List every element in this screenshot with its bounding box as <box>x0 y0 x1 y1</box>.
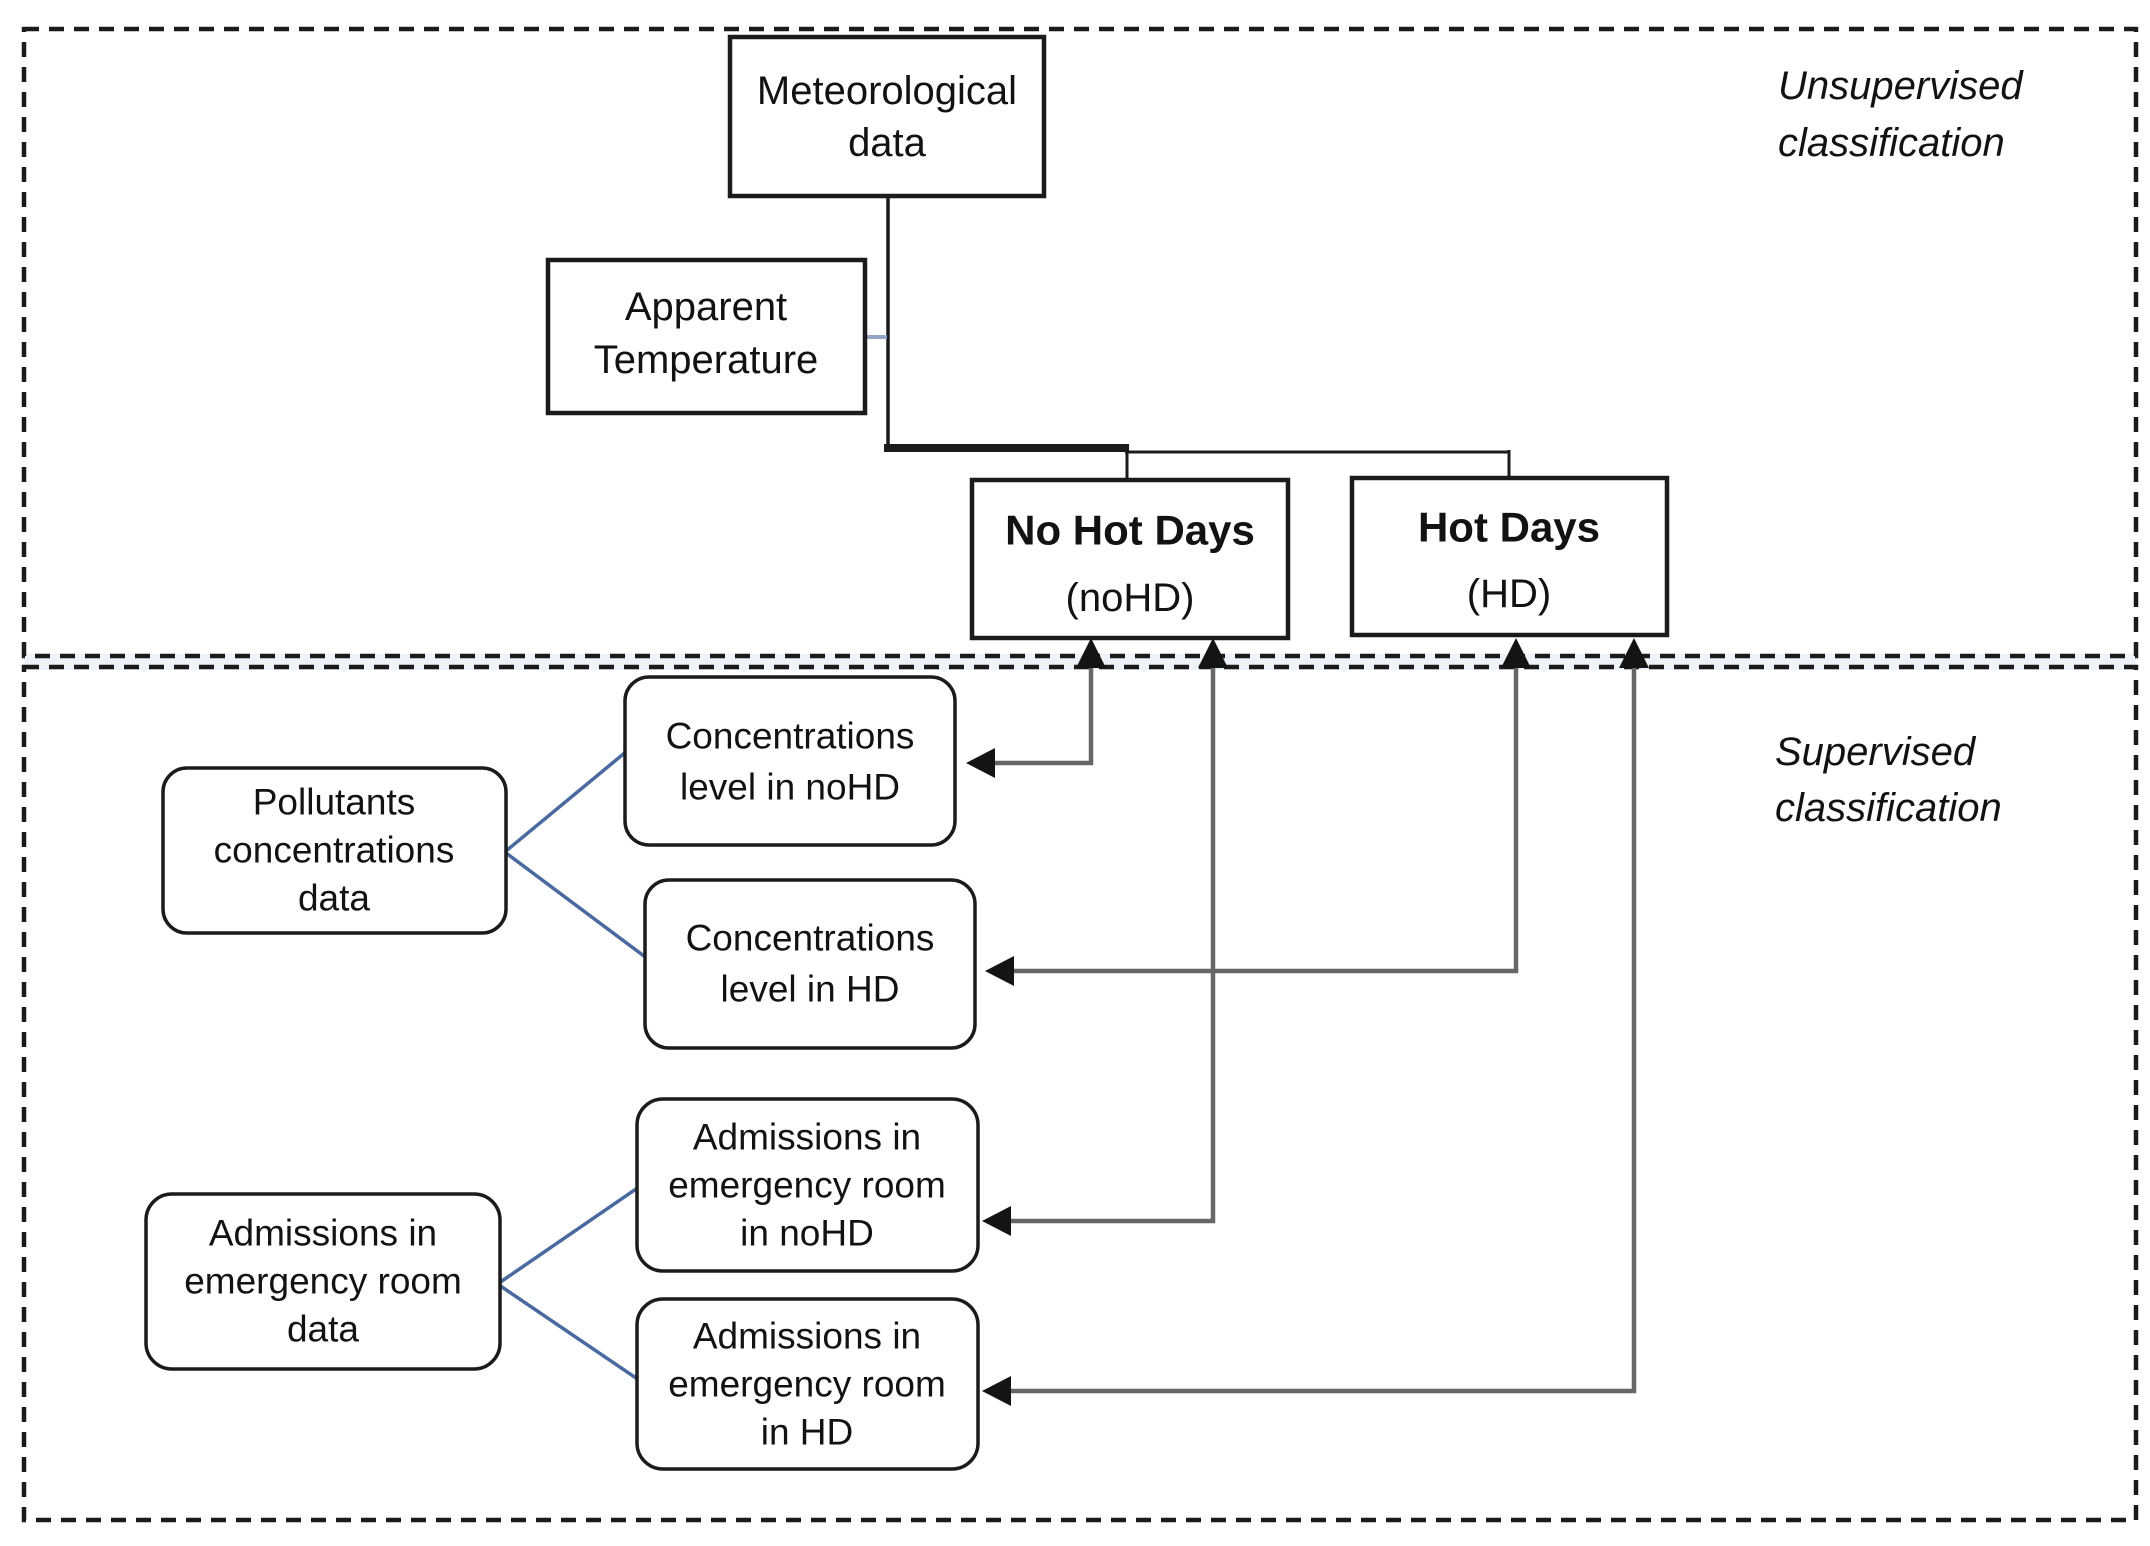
arrow-admissions-hd-to-hot-days <box>982 638 1649 1406</box>
hot-days-title: Hot Days <box>1418 504 1600 551</box>
meteorological-data-line2: data <box>848 121 927 165</box>
supervised-region-label: Supervised classification <box>1775 730 2002 830</box>
admissions-data-box <box>144 1192 502 1371</box>
concentrations-nohd-box <box>623 675 957 847</box>
node-meteorological-data: Meteorological data <box>727 34 1047 199</box>
unsupervised-region-label: Unsupervised classification <box>1778 64 2024 165</box>
arrowhead-up-icon <box>1501 638 1531 668</box>
pollutants-data-line2: concentrations <box>214 830 455 871</box>
apparent-temperature-line2: Temperature <box>594 338 819 382</box>
hot-days-code: (HD) <box>1467 572 1551 616</box>
admissions-data-line2: emergency room <box>184 1261 462 1302</box>
meteorological-data-line1: Meteorological <box>757 69 1017 113</box>
no-hot-days-title: No Hot Days <box>1005 507 1255 554</box>
admissions-hd-line1: Admissions in <box>693 1316 921 1357</box>
hot-days-box <box>1349 475 1670 638</box>
no-hot-days-box <box>969 477 1291 641</box>
meteorological-data-box <box>727 34 1047 199</box>
node-apparent-temperature: Apparent Temperature <box>545 257 868 416</box>
admissions-nohd-line2: emergency room <box>668 1165 946 1206</box>
node-hot-days: Hot Days (HD) <box>1349 475 1670 638</box>
arrowhead-up-icon <box>1619 638 1649 668</box>
pollutants-data-line3: data <box>298 878 370 919</box>
arrow-admissions-nohd-to-no-hot-days <box>982 638 1228 1236</box>
arrow-concentrations-nohd-to-no-hot-days <box>966 638 1106 778</box>
node-admissions-emergency-room-data: Admissions in emergency room data <box>144 1192 502 1371</box>
no-hot-days-code: (noHD) <box>1066 576 1195 620</box>
node-admissions-hd: Admissions in emergency room in HD <box>635 1297 980 1471</box>
admissions-data-line1: Admissions in <box>209 1213 437 1254</box>
node-pollutants-concentrations-data: Pollutants concentrations data <box>161 766 508 935</box>
link-pollutants-to-concentrations-hd <box>504 851 650 961</box>
arrow-line <box>1008 664 1637 1394</box>
admissions-hd-box <box>635 1297 980 1471</box>
node-no-hot-days: No Hot Days (noHD) <box>969 477 1291 641</box>
arrow-concentrations-hd-to-hot-days <box>985 638 1531 986</box>
supervised-label-line2: classification <box>1775 786 2002 830</box>
pollutants-data-line1: Pollutants <box>253 782 416 823</box>
admissions-nohd-line1: Admissions in <box>693 1117 921 1158</box>
unsupervised-label-line2: classification <box>1778 121 2005 165</box>
concentrations-nohd-line2: level in noHD <box>680 767 900 808</box>
admissions-nohd-line3: in noHD <box>740 1213 874 1254</box>
arrowhead-up-icon <box>1198 638 1228 668</box>
arrowhead-left-icon <box>982 1376 1011 1406</box>
admissions-hd-line2: emergency room <box>668 1364 946 1405</box>
concentrations-nohd-line1: Concentrations <box>666 716 915 757</box>
concentrations-hd-line1: Concentrations <box>686 918 935 959</box>
arrow-line <box>1011 664 1519 974</box>
link-pollutants-to-concentrations-nohd <box>504 749 629 853</box>
arrowhead-left-icon <box>982 1206 1011 1236</box>
admissions-data-line3: data <box>287 1309 359 1350</box>
arrowhead-left-icon <box>985 956 1014 986</box>
node-concentrations-hd: Concentrations level in HD <box>643 878 977 1050</box>
arrow-line <box>1008 664 1216 1224</box>
arrowhead-left-icon <box>966 748 995 778</box>
node-admissions-nohd: Admissions in emergency room in noHD <box>635 1097 980 1273</box>
link-admissions-to-admissions-nohd <box>498 1185 640 1285</box>
arrowhead-up-icon <box>1076 638 1106 668</box>
apparent-temperature-box <box>545 257 868 416</box>
supervised-label-line1: Supervised <box>1775 730 1977 774</box>
arrow-line <box>992 664 1094 766</box>
node-concentrations-nohd: Concentrations level in noHD <box>623 675 957 847</box>
apparent-temperature-line1: Apparent <box>625 285 787 329</box>
unsupervised-label-line1: Unsupervised <box>1778 64 2024 108</box>
link-admissions-to-admissions-hd <box>498 1283 640 1382</box>
concentrations-hd-box <box>643 878 977 1050</box>
unsupervised-region-border <box>21 26 2139 659</box>
admissions-nohd-box <box>635 1097 980 1273</box>
concentrations-hd-line2: level in HD <box>721 969 900 1010</box>
admissions-hd-line3: in HD <box>761 1412 854 1453</box>
pollutants-data-box <box>161 766 508 935</box>
